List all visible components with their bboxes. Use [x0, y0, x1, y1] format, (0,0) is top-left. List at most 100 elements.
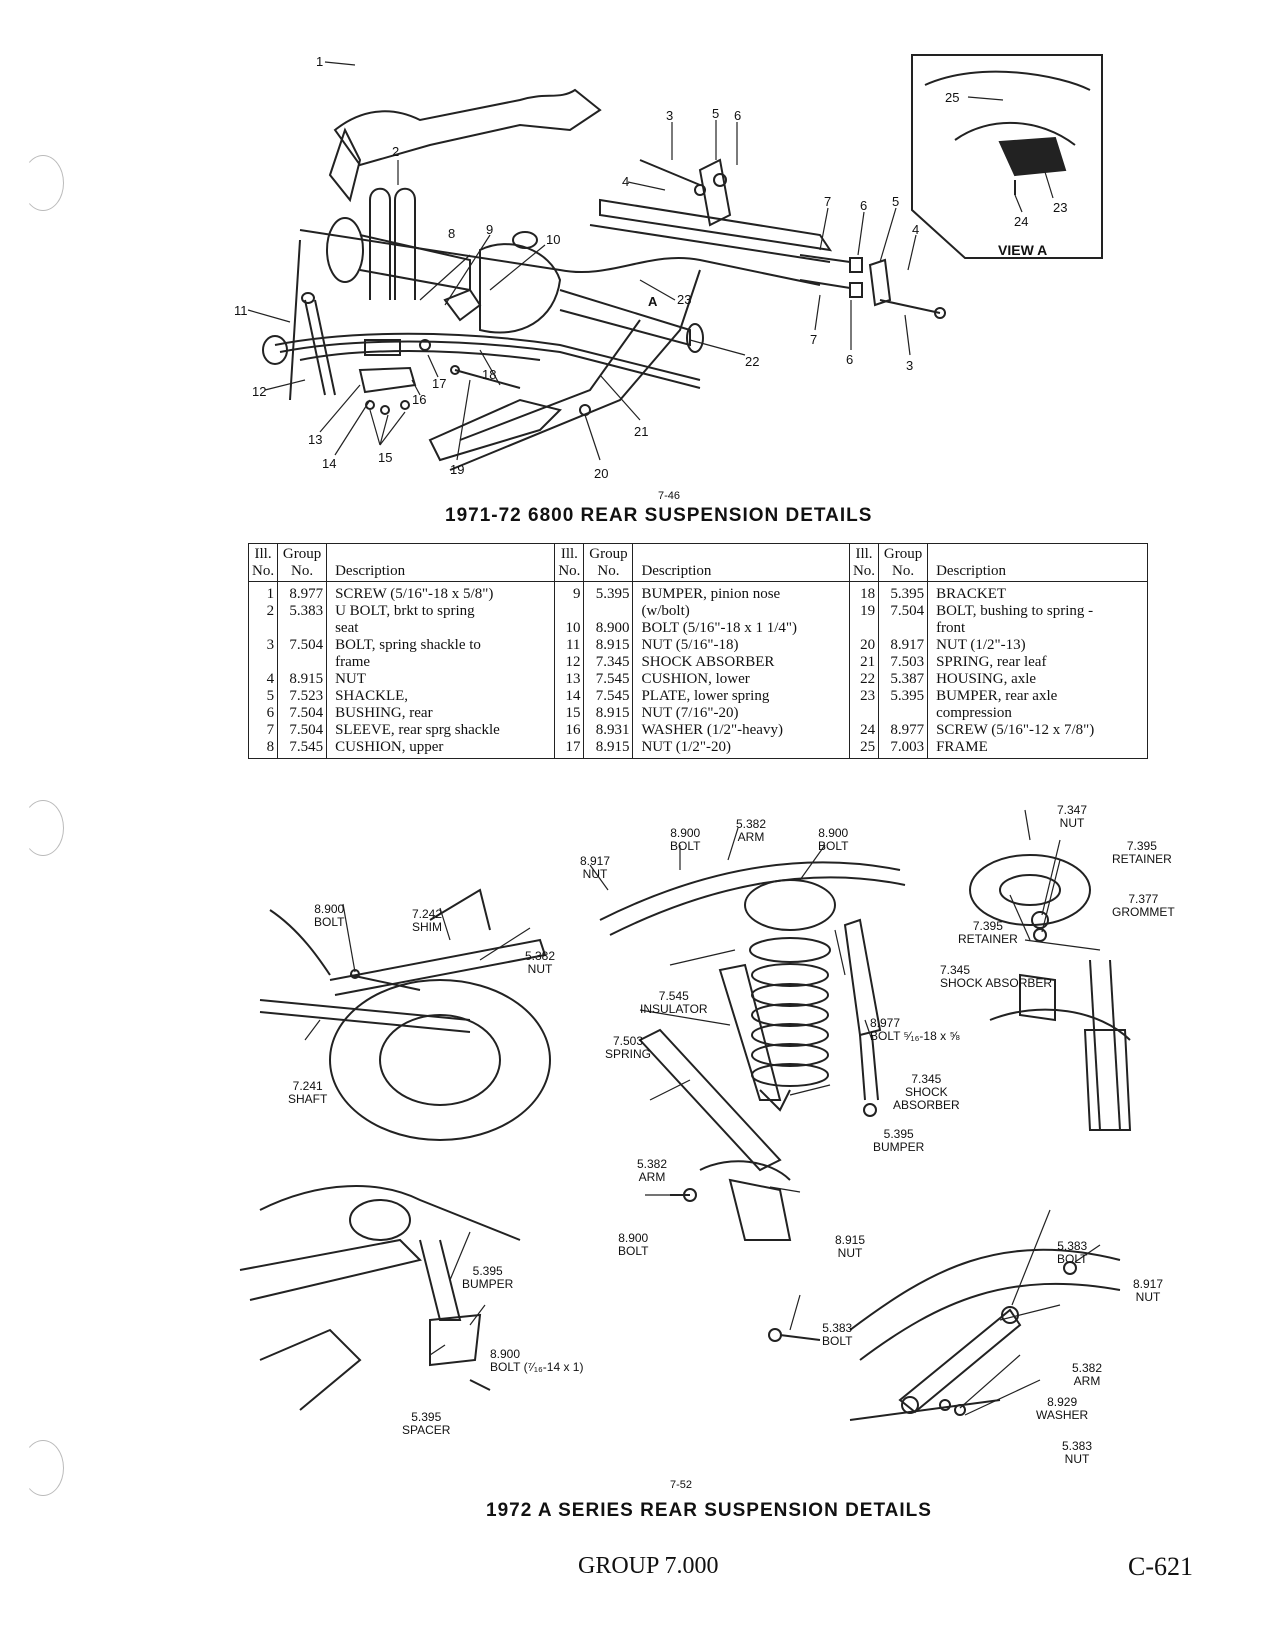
cell-ill: 7	[247, 722, 279, 739]
cell-group: 7.523	[277, 688, 328, 705]
cell-desc: SHOCK ABSORBER	[632, 654, 850, 671]
cell-group	[277, 654, 328, 671]
callout-10: 10	[546, 232, 561, 247]
callout-7b: 7	[810, 332, 818, 347]
cell-desc: SCREW (5/16"-12 x 7/8")	[927, 722, 1148, 739]
figure-number-bottom: 7-52	[670, 1479, 693, 1491]
view-a-callout-24: 24	[1014, 214, 1029, 229]
cell-ill: 18	[848, 581, 880, 603]
cell-desc: SCREW (5/16"-18 x 5/8")	[326, 581, 556, 603]
view-a-callout-23: 23	[1053, 200, 1068, 215]
binder-hole	[22, 800, 64, 856]
cell-desc: front	[927, 620, 1148, 637]
callout-3: 3	[666, 108, 674, 123]
cell-desc: (w/bolt)	[632, 603, 850, 620]
footer-group: GROUP 7.000	[578, 1553, 719, 1579]
callout-8: 8	[448, 226, 456, 241]
callout-2: 2	[392, 144, 400, 159]
cell-desc: NUT (5/16"-18)	[632, 637, 850, 654]
callout-1: 1	[316, 54, 324, 69]
header-ill: Ill.No.	[848, 543, 880, 582]
callout-18: 18	[482, 367, 497, 382]
cell-group: 5.395	[878, 581, 929, 603]
cell-ill	[554, 603, 585, 620]
cell-ill	[247, 654, 279, 671]
cell-ill: 19	[848, 603, 880, 620]
header-description: Description	[927, 543, 1148, 582]
callout-5: 5	[712, 106, 720, 121]
cell-desc: frame	[326, 654, 556, 671]
cell-group: 7.545	[277, 739, 328, 759]
cell-ill: 2	[247, 603, 279, 620]
cell-desc: seat	[326, 620, 556, 637]
cell-group: 8.917	[878, 637, 929, 654]
cell-group	[878, 620, 929, 637]
cell-desc: U BOLT, brkt to spring	[326, 603, 556, 620]
callout-3b: 3	[906, 358, 914, 373]
cell-ill: 20	[848, 637, 880, 654]
cell-group: 7.504	[277, 705, 328, 722]
cell-desc: CUSHION, lower	[632, 671, 850, 688]
callout-23: 23	[677, 292, 692, 307]
cell-group: 5.395	[583, 581, 634, 603]
cell-group: 5.387	[878, 671, 929, 688]
cell-group: 7.545	[583, 688, 634, 705]
cell-desc: BRACKET	[927, 581, 1148, 603]
cell-desc: NUT	[326, 671, 556, 688]
callout-7: 7	[824, 194, 832, 209]
cell-ill: 6	[247, 705, 279, 722]
cell-group: 7.003	[878, 739, 929, 759]
callout-11: 11	[234, 303, 248, 318]
cell-desc: NUT (7/16"-20)	[632, 705, 850, 722]
cell-group: 7.545	[583, 671, 634, 688]
header-ill: Ill.No.	[247, 543, 279, 582]
cell-ill	[848, 705, 880, 722]
callout-22: 22	[745, 354, 760, 369]
cell-ill: 3	[247, 637, 279, 654]
header-description: Description	[326, 543, 556, 582]
cell-ill: 9	[554, 581, 585, 603]
cell-ill: 23	[848, 688, 880, 705]
cell-group: 8.900	[583, 620, 634, 637]
callout-4b: 4	[912, 222, 920, 237]
cell-group: 8.915	[583, 705, 634, 722]
cell-desc: NUT (1/2"-20)	[632, 739, 850, 759]
callout-16: 16	[412, 392, 427, 407]
callout-20: 20	[594, 466, 609, 481]
cell-group: 7.345	[583, 654, 634, 671]
cell-group: 8.931	[583, 722, 634, 739]
callout-6b: 6	[860, 198, 868, 213]
cell-desc: HOUSING, axle	[927, 671, 1148, 688]
cell-group: 7.504	[277, 722, 328, 739]
cell-group: 7.503	[878, 654, 929, 671]
cell-desc: compression	[927, 705, 1148, 722]
cell-ill: 5	[247, 688, 279, 705]
cell-ill: 8	[247, 739, 279, 759]
